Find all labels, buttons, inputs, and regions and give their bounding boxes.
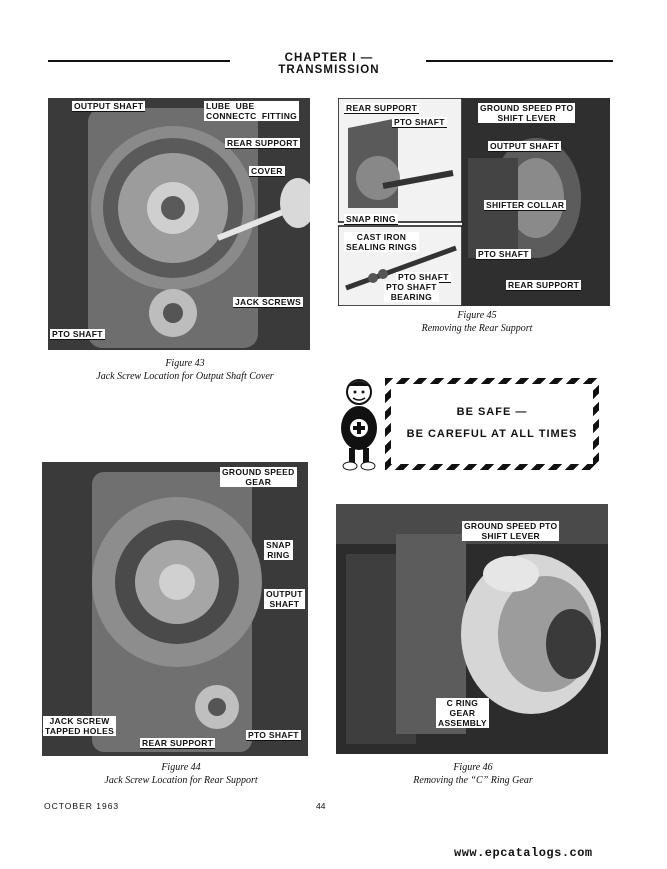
label-rear-support: REAR SUPPORT — [225, 138, 301, 149]
figure-43-illustration — [48, 98, 310, 350]
label-cast-iron-line1: CAST IRON — [356, 232, 407, 242]
label-pto-shaft-45c: PTO SHAFT — [476, 249, 531, 260]
be-safe-line2: BE CAREFUL AT ALL TIMES — [406, 428, 578, 440]
label-rear-support-45b: REAR SUPPORT — [506, 280, 582, 291]
label-lube-line1: LUBE UBE — [206, 101, 255, 111]
label-ground-speed-gear: GROUND SPEED GEAR — [220, 467, 297, 487]
label-gs46-line2: SHIFT LEVER — [481, 531, 540, 541]
label-sr44-line2: RING — [267, 550, 290, 560]
label-snap-ring-45: SNAP RING — [344, 214, 398, 225]
label-lube-line2: CONNECTC FITTING — [206, 111, 298, 121]
label-gs45-line2: SHIFT LEVER — [497, 113, 556, 123]
label-cast-iron-line2: SEALING RINGS — [346, 242, 417, 252]
label-os44-line2: SHAFT — [269, 599, 300, 609]
label-cast-iron: CAST IRON SEALING RINGS — [344, 232, 419, 252]
label-pto-shaft-45: PTO SHAFT — [392, 117, 447, 128]
label-gsg-line1: GROUND SPEED — [222, 467, 295, 477]
figure-44-photo — [42, 462, 308, 756]
label-js-line2: TAPPED HOLES — [45, 726, 115, 736]
figure-46-caption: Figure 46 Removing the “C” Ring Gear — [342, 761, 604, 787]
label-rear-support-44: REAR SUPPORT — [140, 738, 216, 749]
label-lube-fitting: LUBE UBE CONNECTC FITTING — [204, 101, 300, 121]
figure-45-text: Removing the Rear Support — [421, 323, 533, 334]
figure-44-text: Jack Screw Location for Rear Support — [104, 775, 258, 786]
label-snap-ring-44: SNAP RING — [264, 540, 293, 560]
label-jack-screw-holes: JACK SCREW TAPPED HOLES — [43, 716, 117, 736]
figure-43-photo — [48, 98, 310, 350]
label-pto-bearing-line2: BEARING — [390, 292, 432, 302]
label-pto-shaft: PTO SHAFT — [50, 329, 105, 340]
figure-46-illustration — [336, 504, 608, 754]
chapter-header: CHAPTER I — TRANSMISSION — [48, 50, 613, 76]
page-number: 44 — [316, 801, 326, 811]
figure-45-title: Figure 45 — [457, 310, 497, 321]
figure-43-title: Figure 43 — [165, 358, 205, 369]
label-cr-line2: GEAR — [449, 708, 476, 718]
figure-44-illustration — [42, 462, 308, 756]
label-c-ring-gear: C RING GEAR ASSEMBLY — [436, 698, 489, 728]
figure-45-photo — [338, 98, 610, 306]
figure-44-caption: Figure 44 Jack Screw Location for Rear S… — [50, 761, 312, 787]
be-safe-line1: BE SAFE — — [456, 406, 528, 418]
label-pto-shaft-bearing: PTO SHAFT BEARING — [384, 282, 439, 302]
label-ground-speed-46: GROUND SPEED PTO SHIFT LEVER — [462, 521, 560, 541]
figure-45-caption: Figure 45 Removing the Rear Support — [346, 309, 608, 335]
label-gsg-line2: GEAR — [245, 477, 272, 487]
figure-43-caption: Figure 43 Jack Screw Location for Output… — [60, 357, 310, 383]
label-output-shaft-45: OUTPUT SHAFT — [488, 141, 562, 152]
figure-46-text: Removing the “C” Ring Gear — [413, 775, 533, 786]
header-rule-right — [426, 60, 613, 62]
figure-46-photo — [336, 504, 608, 754]
label-gs46-line1: GROUND SPEED PTO — [464, 521, 558, 531]
label-gs45-line1: GROUND SPEED PTO — [480, 103, 574, 113]
label-jack-screws: JACK SCREWS — [233, 297, 304, 308]
label-output-shaft-44: OUTPUT SHAFT — [264, 589, 305, 609]
label-shifter-collar: SHIFTER COLLAR — [484, 200, 567, 211]
label-output-shaft: OUTPUT SHAFT — [72, 101, 146, 112]
figure-45-illustration — [338, 98, 610, 306]
label-pto-bearing-line1: PTO SHAFT — [386, 282, 437, 292]
figure-46-title: Figure 46 — [453, 762, 493, 773]
figure-43-text: Jack Screw Location for Output Shaft Cov… — [96, 371, 274, 382]
label-os44-line1: OUTPUT — [266, 589, 303, 599]
chapter-title: CHAPTER I — TRANSMISSION — [278, 52, 380, 76]
label-cr-line3: ASSEMBLY — [438, 718, 487, 728]
figure-44-title: Figure 44 — [161, 762, 201, 773]
label-ground-speed-45: GROUND SPEED PTO SHIFT LEVER — [478, 103, 576, 123]
label-cr-line1: C RING — [446, 698, 479, 708]
label-sr44-line1: SNAP — [266, 540, 291, 550]
watermark: www.epcatalogs.com — [454, 846, 593, 860]
footer-date: OCTOBER 1963 — [44, 801, 120, 811]
be-safe-box — [385, 378, 599, 470]
label-cover: COVER — [249, 166, 285, 177]
label-pto-shaft-44: PTO SHAFT — [246, 730, 301, 741]
label-js-line1: JACK SCREW — [49, 716, 110, 726]
safety-mascot — [341, 379, 377, 471]
label-rear-support-45: REAR SUPPORT — [344, 103, 420, 114]
header-rule-left — [48, 60, 230, 62]
